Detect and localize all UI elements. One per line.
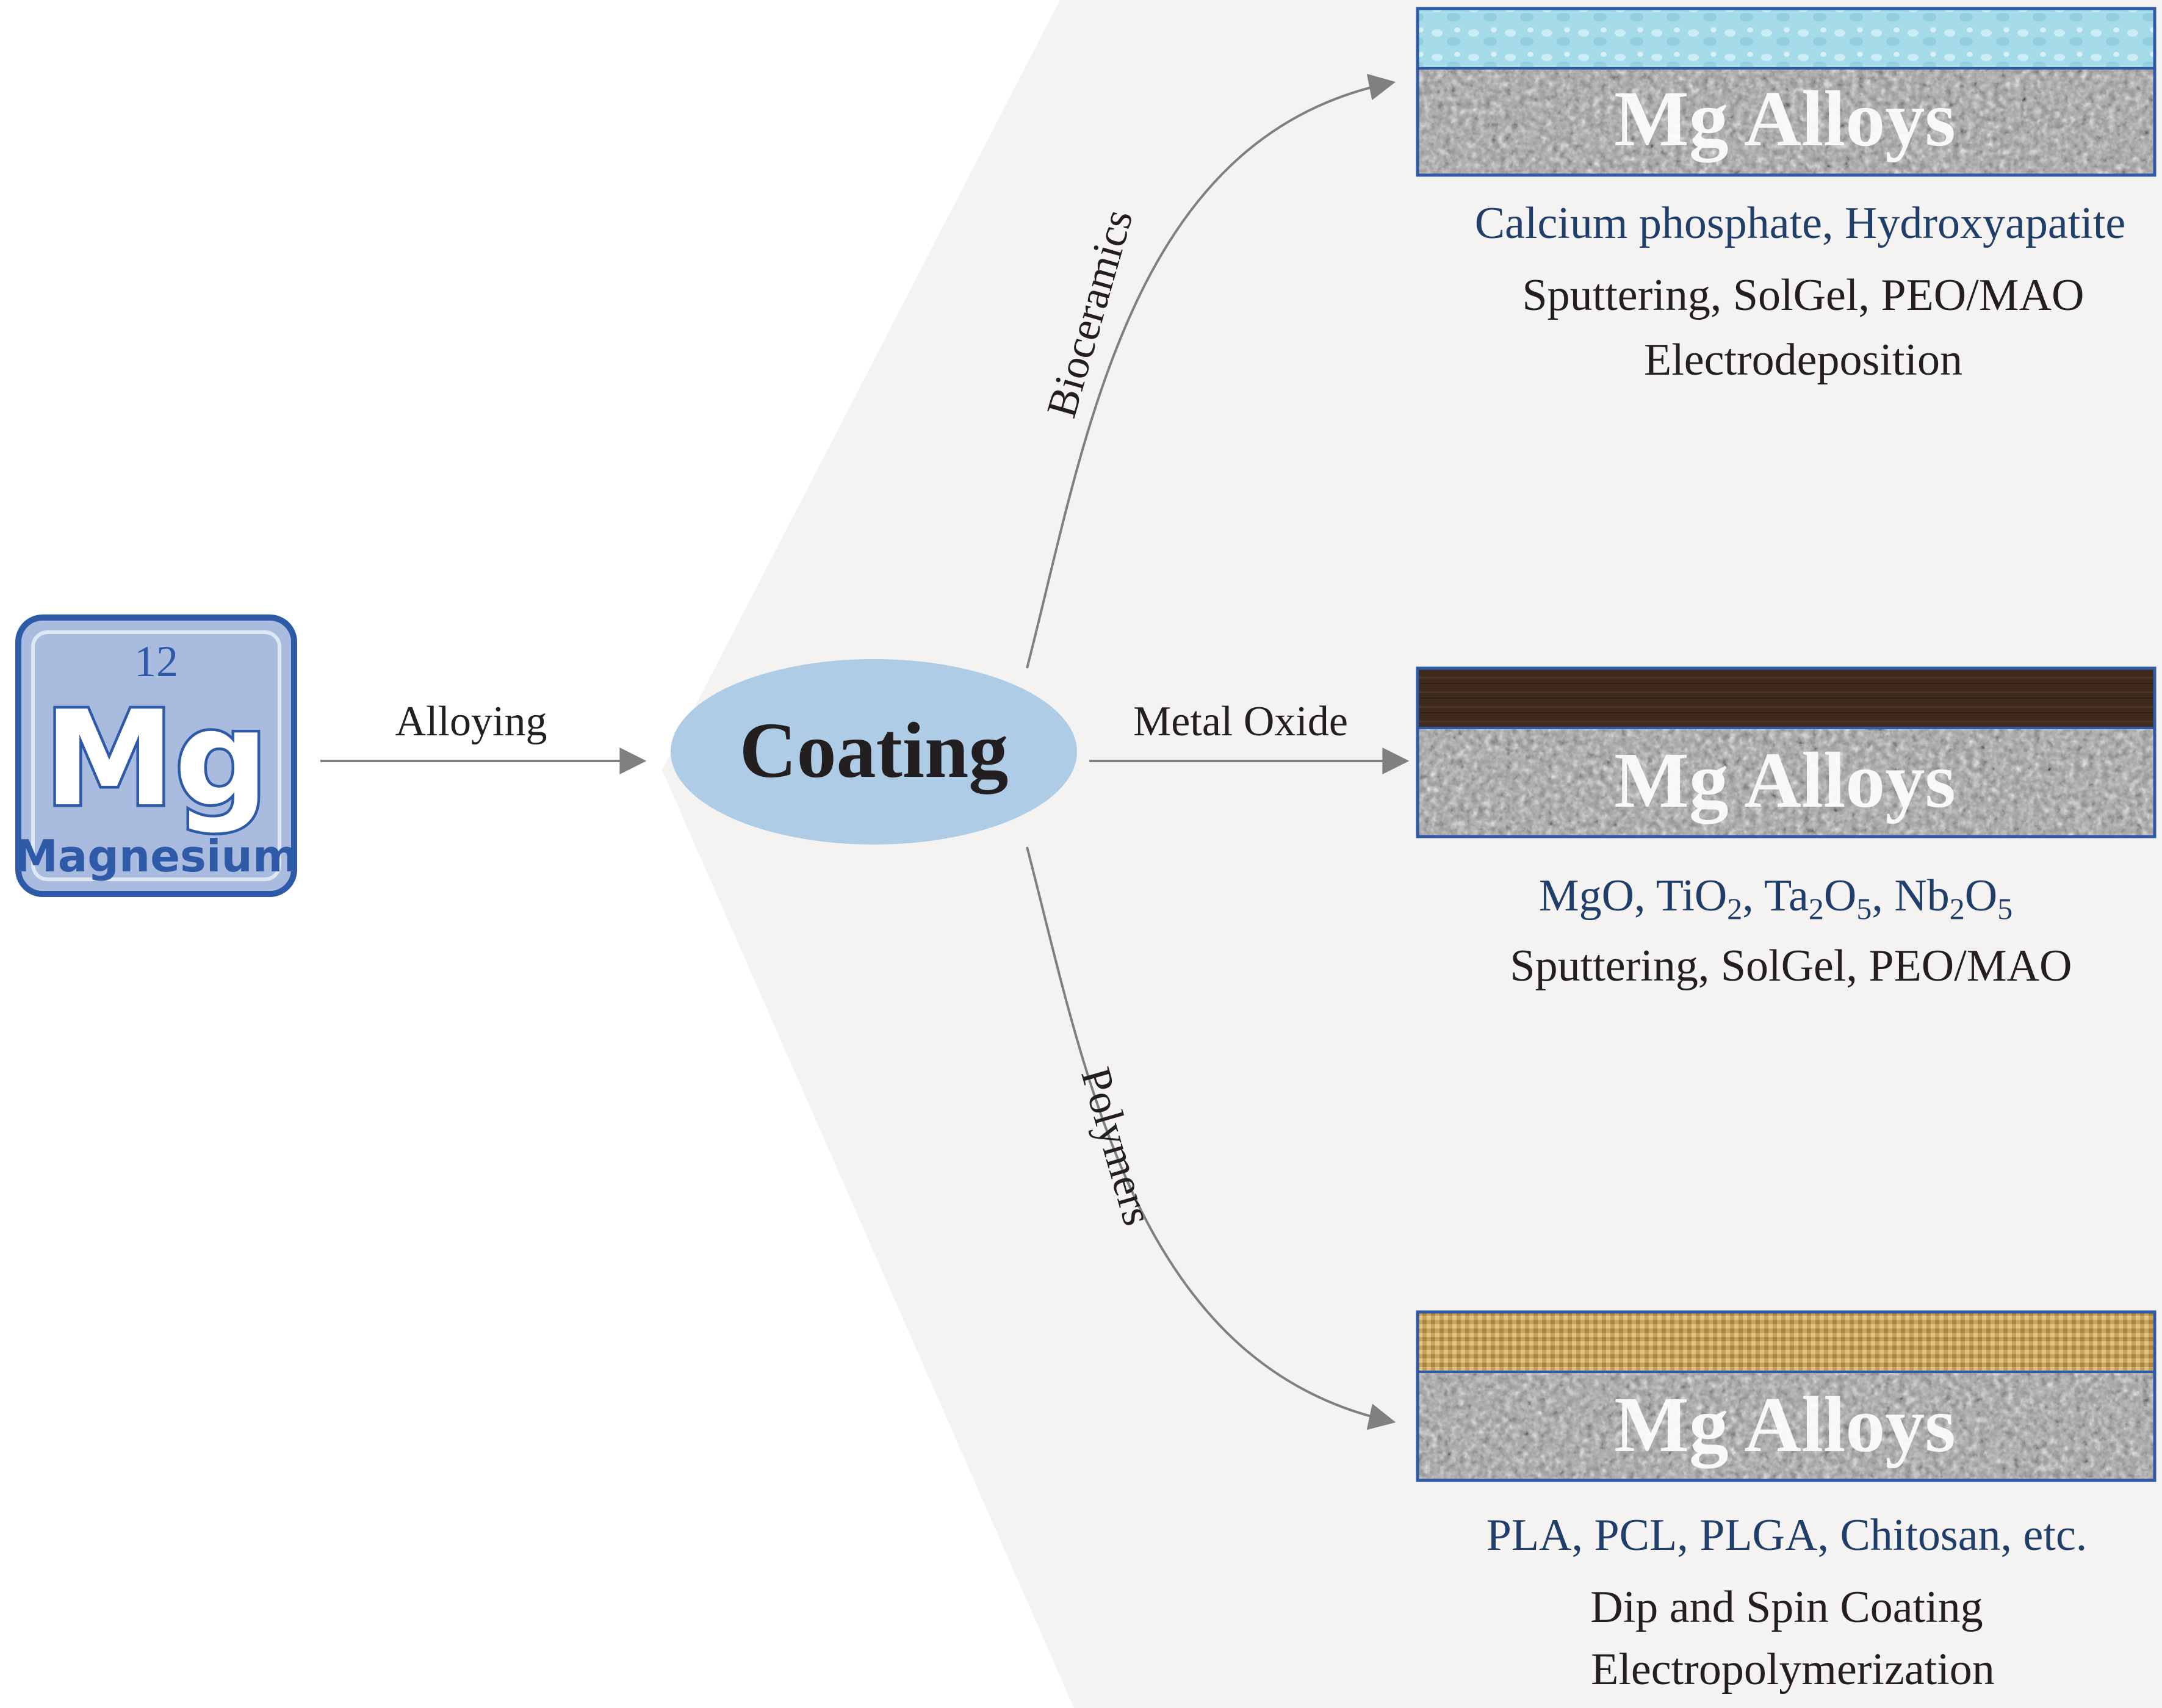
background-wedge	[662, 0, 2162, 1708]
subscript: 2	[1950, 892, 1965, 926]
subscript: 5	[1856, 892, 1872, 926]
formula-mgo: MgO	[1539, 871, 1634, 921]
polymers-methods-line-1: Dip and Spin Coating	[1590, 1582, 1983, 1632]
alloying-label: Alloying	[395, 698, 547, 745]
alloy-substrate-texture	[1418, 728, 2155, 837]
substrate-label: Mg Alloys	[1614, 75, 1956, 163]
formula-element: O	[1824, 871, 1856, 921]
polymers-panel: Mg Alloys PLA, PCL, PLGA, Chitosan, etc.…	[1416, 1310, 2157, 1695]
polymer-coating-layer	[1418, 1312, 2155, 1372]
subscript: 2	[1809, 892, 1824, 926]
formula-ta2o5: Ta	[1764, 871, 1809, 921]
element-number: 12	[134, 637, 178, 686]
subscript: 5	[1997, 892, 2012, 926]
formula-separator: ,	[1634, 871, 1656, 921]
bioceramics-panel: Mg Alloys Calcium phosphate, Hydroxyapat…	[1416, 7, 2157, 385]
element-symbol: Mg	[44, 682, 268, 835]
metal-oxide-panel-border	[1416, 666, 2157, 838]
polymers-arrow	[1026, 846, 1396, 1430]
metal-oxide-panel: Mg Alloys MgO, TiO2, Ta2O5, Nb2O5 Sputte…	[1416, 666, 2157, 991]
polymers-panel-border	[1416, 1310, 2157, 1482]
element-name: Magnesium	[14, 831, 298, 882]
formula-element: O	[1965, 871, 1997, 921]
element-tile-inner-border	[31, 630, 281, 881]
bioceramics-materials: Calcium phosphate, Hydroxyapatite	[1475, 198, 2126, 248]
bioceramics-methods-line-2: Electrodeposition	[1644, 335, 1962, 385]
bioceramics-arrow	[1026, 74, 1396, 669]
metal-oxide-methods-line-1: Sputtering, SolGel, PEO/MAO	[1510, 941, 2072, 991]
magnesium-element-tile: 12 Mg Magnesium	[14, 614, 298, 897]
bioceramics-methods-line-1: Sputtering, SolGel, PEO/MAO	[1522, 270, 2085, 320]
polymers-materials: PLA, PCL, PLGA, Chitosan, etc.	[1486, 1510, 2088, 1560]
formula-separator: ,	[1742, 871, 1764, 921]
alloy-substrate-texture	[1418, 68, 2155, 175]
alloy-substrate-texture	[1418, 1372, 2155, 1480]
ceramic-coating-layer	[1418, 9, 2155, 68]
oxide-coating-layer	[1418, 668, 2155, 728]
metal-oxide-materials: MgO, TiO2, Ta2O5, Nb2O5	[1539, 871, 2012, 926]
substrate-label: Mg Alloys	[1614, 1381, 1956, 1469]
formula-nb2o5: Nb	[1894, 871, 1949, 921]
coating-ellipse	[671, 659, 1077, 845]
formula-tio2: TiO	[1656, 871, 1728, 921]
bioceramics-panel-border	[1416, 7, 2157, 177]
substrate-label: Mg Alloys	[1614, 737, 1956, 824]
subscript: 2	[1727, 892, 1742, 926]
coating-label: Coating	[740, 707, 1009, 795]
metal-oxide-label: Metal Oxide	[1133, 698, 1348, 745]
element-tile-background	[15, 614, 297, 897]
polymers-methods-line-2: Electropolymerization	[1591, 1645, 1995, 1695]
formula-separator: ,	[1872, 871, 1894, 921]
